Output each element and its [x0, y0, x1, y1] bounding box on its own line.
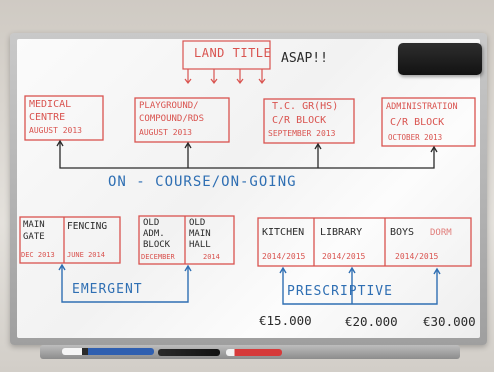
emergent-item-1-date: DEC 2013	[21, 251, 55, 259]
emergent-item-2-date: JUNE 2014	[67, 251, 105, 259]
top-item-3-date: SEPTEMBER 2013	[268, 129, 336, 138]
emergent-item-4-line3: HALL	[189, 240, 211, 250]
emergent-item-4-line1: OLD	[189, 218, 206, 228]
top-item-2-date: AUGUST 2013	[139, 128, 192, 137]
top-box-4	[381, 97, 476, 147]
emergent-label: EMERGENT	[72, 282, 143, 297]
ongoing-label: ON - COURSE/ON-GOING	[108, 174, 297, 190]
blue-marker	[62, 348, 154, 355]
prescriptive-item-1-date: 2014/2015	[262, 252, 306, 261]
top-box-3	[263, 98, 355, 144]
top-item-1-line2: CENTRE	[29, 112, 66, 123]
emergent-item-3-line1: OLD	[143, 218, 160, 228]
red-marker	[226, 349, 282, 356]
whiteboard	[17, 39, 480, 338]
emergent-item-4-date: 2014	[203, 253, 220, 261]
prescriptive-label: PRESCRIPTIVE	[287, 284, 393, 299]
emergent-box-right	[138, 215, 235, 265]
prescriptive-item-3-date: 2014/2015	[395, 252, 439, 261]
prescriptive-item-2-date: 2014/2015	[322, 252, 366, 261]
emergent-bracket	[58, 263, 192, 303]
land-title-box	[182, 40, 271, 70]
prescriptive-item-3-line1: BOYS	[390, 227, 415, 238]
prescriptive-item-2-line1: LIBRARY	[320, 227, 363, 238]
top-item-4-line1: ADMINISTRATION	[386, 102, 458, 112]
top-item-2-line2: COMPOUND/RDS	[139, 114, 205, 124]
black-marker	[158, 349, 220, 356]
emergent-item-1-line1: MAIN	[23, 220, 45, 230]
top-box-1	[24, 95, 104, 141]
land-title-arrows	[184, 69, 266, 84]
cost-2: €20.000	[345, 314, 398, 329]
top-item-1-line1: MEDICAL	[29, 99, 72, 110]
prescriptive-item-1-line1: KITCHEN	[262, 227, 305, 238]
emergent-item-4-line2: MAIN	[189, 229, 211, 239]
emergent-item-3-date: DECEMBER	[141, 253, 175, 261]
prescriptive-box	[257, 217, 472, 267]
prescriptive-bracket	[279, 266, 441, 305]
emergent-item-1-line2: GATE	[23, 232, 45, 242]
top-item-4-line2: C/R BLOCK	[390, 117, 445, 128]
prescriptive-item-3-line1b: DORM	[430, 228, 452, 238]
asap-note: ASAP!!	[281, 51, 328, 66]
land-title: LAND TITLE	[194, 46, 272, 60]
emergent-item-2-line1: FENCING	[67, 221, 108, 232]
top-box-2	[134, 97, 230, 143]
emergent-box-left	[19, 216, 121, 264]
cost-3: €30.000	[423, 314, 476, 329]
top-item-3-line2: C/R BLOCK	[272, 115, 327, 126]
top-item-4-date: OCTOBER 2013	[388, 133, 443, 142]
cost-1: €15.000	[259, 313, 312, 328]
top-item-1-date: AUGUST 2013	[29, 126, 82, 135]
board-eraser	[398, 43, 482, 75]
emergent-item-3-line2: ADM.	[143, 229, 165, 239]
top-item-2-line1: PLAYGROUND/	[139, 101, 199, 111]
top-item-3-line1: T.C. GR(HS)	[272, 101, 339, 112]
ongoing-bracket	[56, 139, 438, 169]
emergent-item-3-line3: BLOCK	[143, 240, 171, 250]
